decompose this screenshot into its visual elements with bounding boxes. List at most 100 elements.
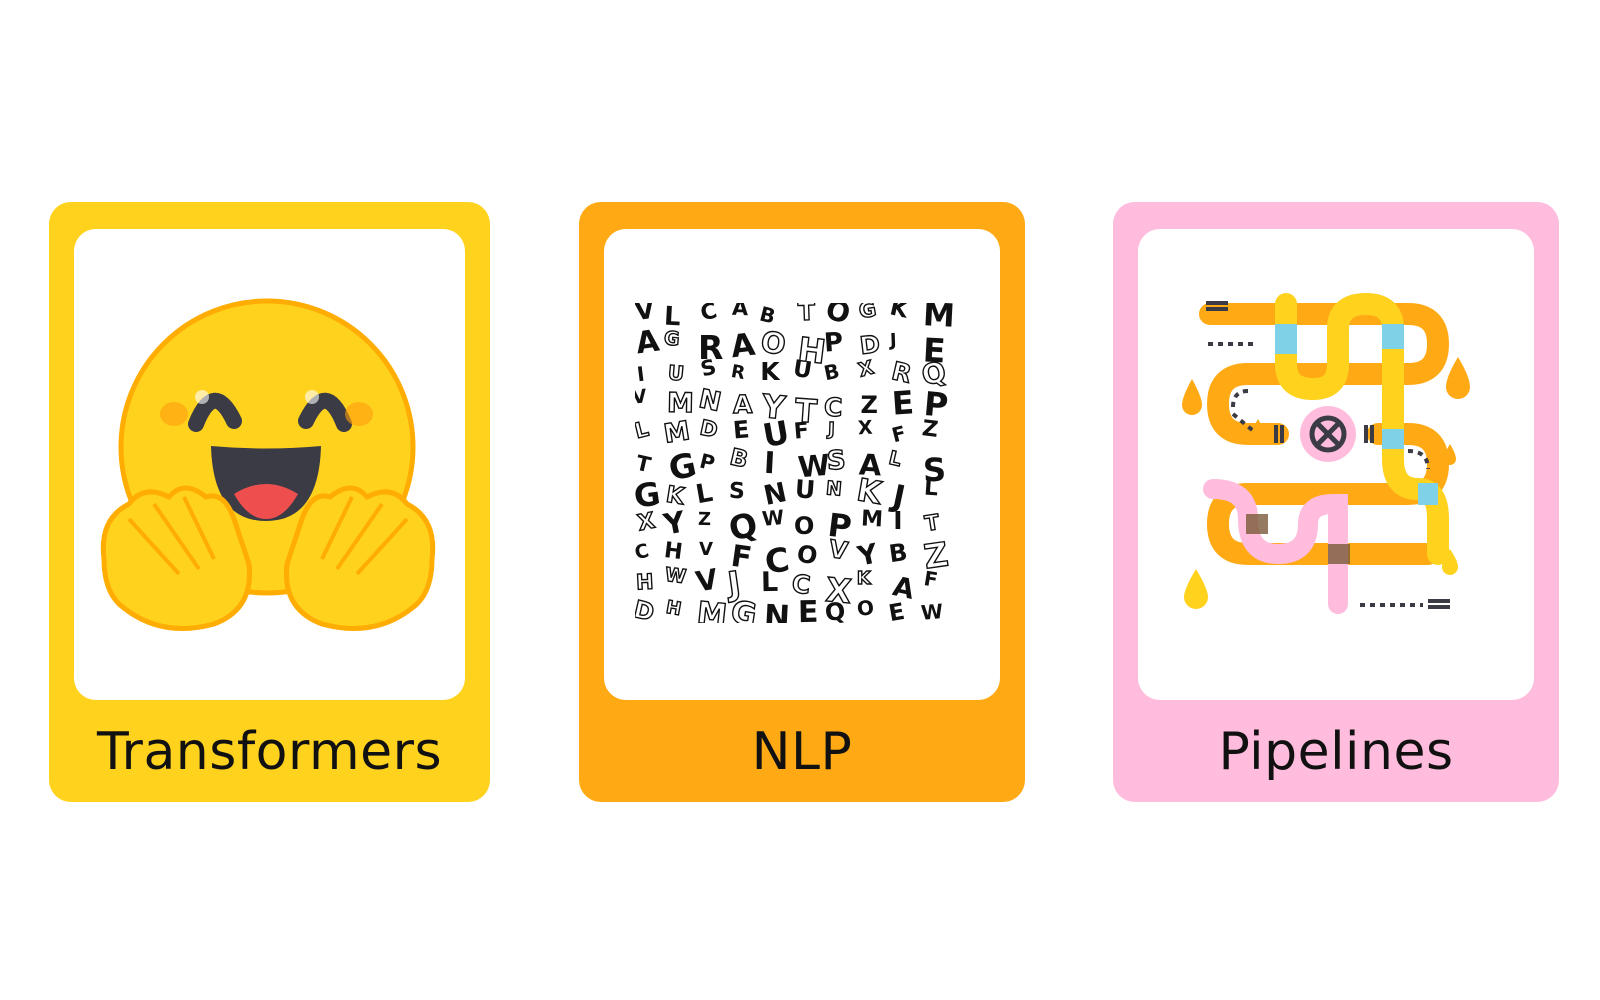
pattern-letter: G [663, 327, 682, 352]
pattern-letter: V [693, 562, 721, 599]
pattern-letter: F [793, 418, 811, 445]
pattern-letter: T [635, 450, 653, 478]
pattern-letter: W [760, 504, 786, 531]
pattern-letter: Z [697, 508, 711, 531]
pattern-letter: S [729, 478, 746, 505]
pattern-letter: M [661, 416, 693, 451]
pattern-letter: C [790, 568, 813, 600]
pattern-letter: E [891, 383, 916, 424]
pattern-letter: E [797, 594, 819, 623]
pattern-letter: J [827, 418, 836, 441]
pattern-letter: L [693, 477, 716, 510]
pattern-letter: G [728, 594, 760, 623]
pattern-letter: K [760, 357, 780, 387]
pattern-letter: D [698, 415, 721, 444]
pattern-letter: Z [860, 391, 878, 420]
pattern-letter: I [635, 361, 646, 387]
pattern-letter: J [889, 329, 898, 351]
pattern-letter: M [860, 506, 884, 533]
pattern-letter: I [763, 445, 777, 482]
pattern-letter: C [823, 392, 844, 423]
pattern-letter: G [857, 303, 880, 324]
pattern-letter: X [855, 356, 876, 382]
pattern-letter: A [635, 323, 662, 362]
pattern-letter: O [821, 303, 854, 331]
pattern-letter: I [893, 505, 903, 535]
pattern-letter: H [664, 596, 684, 621]
pattern-letter: U [791, 356, 815, 385]
pipelines-pipes-icon [1182, 292, 1470, 614]
pattern-letter: X [635, 508, 657, 537]
pattern-letter: Y [660, 504, 689, 542]
pattern-letter: N [763, 598, 792, 623]
pattern-letter: B [821, 358, 842, 386]
pattern-letter: W [919, 598, 944, 623]
pattern-letter: D [858, 329, 883, 361]
pattern-letter: F [922, 566, 940, 593]
card-label: NLP [751, 722, 853, 782]
pattern-letter: M [695, 595, 730, 623]
pattern-letter: L [663, 303, 682, 333]
pattern-letter: H [662, 537, 684, 565]
pattern-letter: B [886, 538, 909, 569]
pattern-letter: N [695, 383, 724, 418]
pattern-letter: A [732, 390, 754, 421]
pattern-letter: M [921, 303, 955, 335]
pattern-letter: O [793, 511, 815, 540]
card-label: Transformers [96, 722, 443, 782]
pattern-letter: Q [823, 596, 847, 623]
pattern-letter: T [797, 303, 816, 327]
pattern-letter: H [635, 569, 655, 595]
pattern-letter: O [794, 538, 821, 571]
pattern-letter: L [635, 416, 652, 444]
pattern-letter: M [666, 387, 695, 420]
pattern-letter: U [793, 474, 817, 505]
pattern-letter: F [889, 420, 909, 448]
pattern-letter: W [663, 563, 688, 589]
pattern-letter: B [757, 303, 779, 328]
pattern-letter: L [886, 446, 904, 472]
pattern-letter: Y [855, 538, 881, 573]
hugging-face-emoji-icon [100, 298, 436, 631]
card-pipelines[interactable]: Pipelines [1113, 202, 1559, 802]
pattern-letter: A [728, 326, 757, 365]
pattern-letter: B [727, 444, 751, 475]
card-image-panel [74, 229, 465, 700]
pattern-letter: G [635, 474, 663, 516]
card-label: Pipelines [1218, 722, 1454, 782]
pattern-letter: L [760, 566, 779, 599]
pattern-letter: D [635, 595, 657, 623]
pattern-letter: O [758, 324, 789, 363]
pattern-letter: R [729, 360, 747, 384]
card-transformers[interactable]: Transformers [49, 202, 490, 802]
pattern-letter: L [922, 475, 939, 501]
pattern-letter: Z [920, 415, 940, 443]
pattern-letter: C [697, 303, 720, 327]
pattern-letter: A [731, 303, 749, 321]
pattern-letter: V [635, 303, 657, 327]
card-image-panel [1138, 229, 1534, 700]
pattern-letter: V [635, 385, 649, 410]
pattern-letter: R [889, 355, 916, 389]
pattern-letter: P [697, 448, 718, 476]
pattern-letter: V [698, 538, 714, 560]
pattern-letter: V [826, 534, 850, 566]
pattern-letter: P [823, 326, 845, 359]
pattern-letter: K [887, 303, 911, 324]
pattern-letter: R [697, 327, 724, 367]
pattern-letter: N [824, 477, 843, 502]
pattern-letter: U [667, 359, 687, 386]
pattern-letter: E [731, 415, 751, 446]
pattern-letter: X [857, 416, 874, 440]
pattern-letter: K [853, 472, 885, 513]
pattern-letter: A [889, 570, 917, 606]
pattern-letter: S [826, 445, 848, 477]
pattern-letter: O [855, 595, 876, 622]
pattern-letter: K [856, 567, 871, 589]
pattern-letter: E [886, 599, 907, 623]
pattern-letter: C [635, 539, 651, 565]
